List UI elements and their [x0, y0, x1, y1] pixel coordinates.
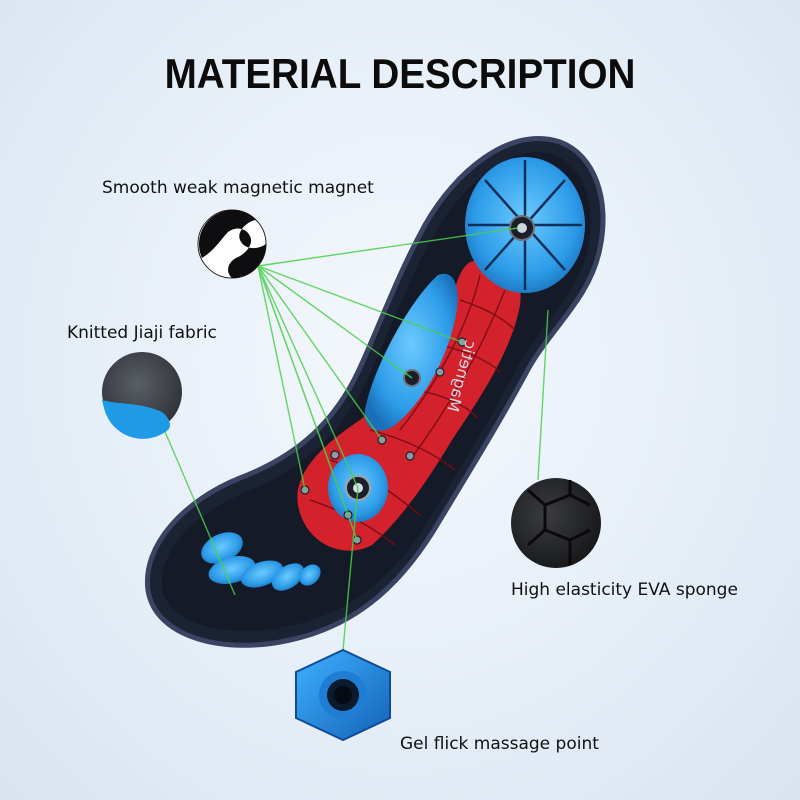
fabric-swatch-icon [102, 352, 182, 439]
gel-point-icon [295, 648, 391, 742]
leader-lines [159, 227, 549, 651]
eva-swatch-icon [511, 478, 601, 568]
page-title: MATERIAL DESCRIPTION [164, 50, 636, 97]
label-magnet: Smooth weak magnetic magnet [102, 178, 374, 198]
label-gel-point: Gel flick massage point [400, 734, 599, 754]
magnet-swatch-icon [197, 209, 267, 279]
label-eva-sponge: High elasticity EVA sponge [511, 580, 738, 600]
label-fabric: Knitted Jiaji fabric [67, 323, 217, 343]
arch-gel-pad [364, 273, 458, 431]
